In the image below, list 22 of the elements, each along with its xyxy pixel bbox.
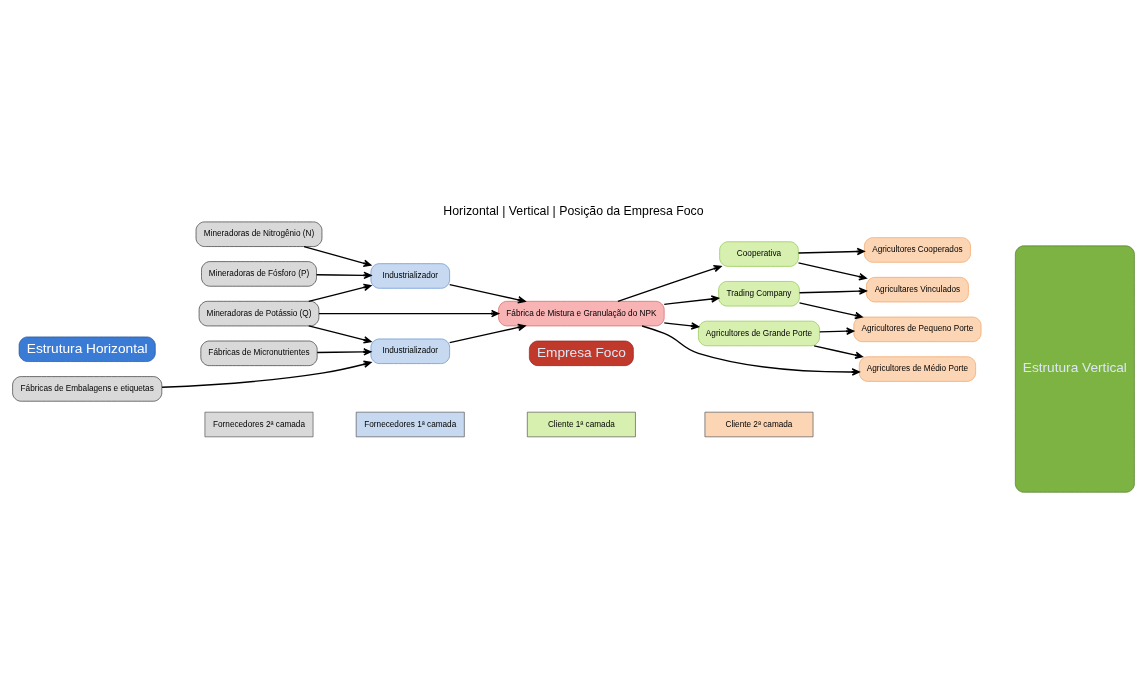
arrow (308, 325, 372, 344)
arrow (797, 262, 867, 281)
arrow (161, 360, 372, 388)
diagram-title: Horizontal | Vertical | Posição da Empresa Foco (443, 204, 704, 219)
arrow (449, 283, 526, 304)
node-box: Empresa Foco (529, 340, 634, 366)
arrow (315, 271, 372, 280)
arrow (819, 327, 855, 335)
arrow (617, 264, 722, 302)
node-box: Estrutura Horizontal (18, 336, 156, 362)
arrow (663, 295, 720, 306)
arrow (308, 283, 372, 302)
arrow (663, 322, 699, 330)
arrow (797, 247, 865, 256)
arrow (641, 325, 860, 376)
node-box: Estrutura Vertical (1015, 245, 1135, 493)
arrow (798, 302, 863, 320)
arrow (813, 345, 864, 359)
arrow (318, 309, 500, 318)
arrow (316, 348, 372, 356)
arrow (449, 323, 526, 344)
arrow (798, 287, 867, 295)
